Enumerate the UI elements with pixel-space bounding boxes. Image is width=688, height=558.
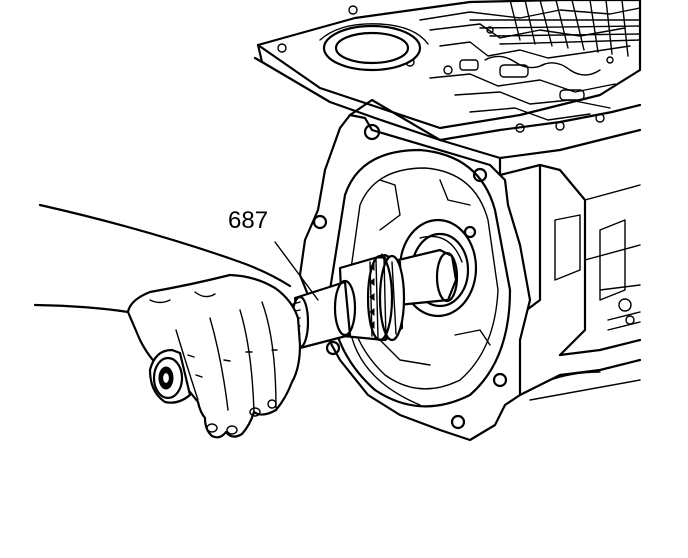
input-shaft — [289, 248, 459, 350]
valve-body-plate — [253, 0, 642, 142]
hand — [33, 203, 302, 439]
valve-body-passages — [419, 0, 641, 133]
callout-687: 687 — [228, 207, 319, 301]
leader-line — [274, 241, 319, 301]
shaft-end-cap — [148, 348, 192, 404]
transmission-case — [348, 98, 642, 401]
callout-label: 687 — [228, 207, 268, 234]
